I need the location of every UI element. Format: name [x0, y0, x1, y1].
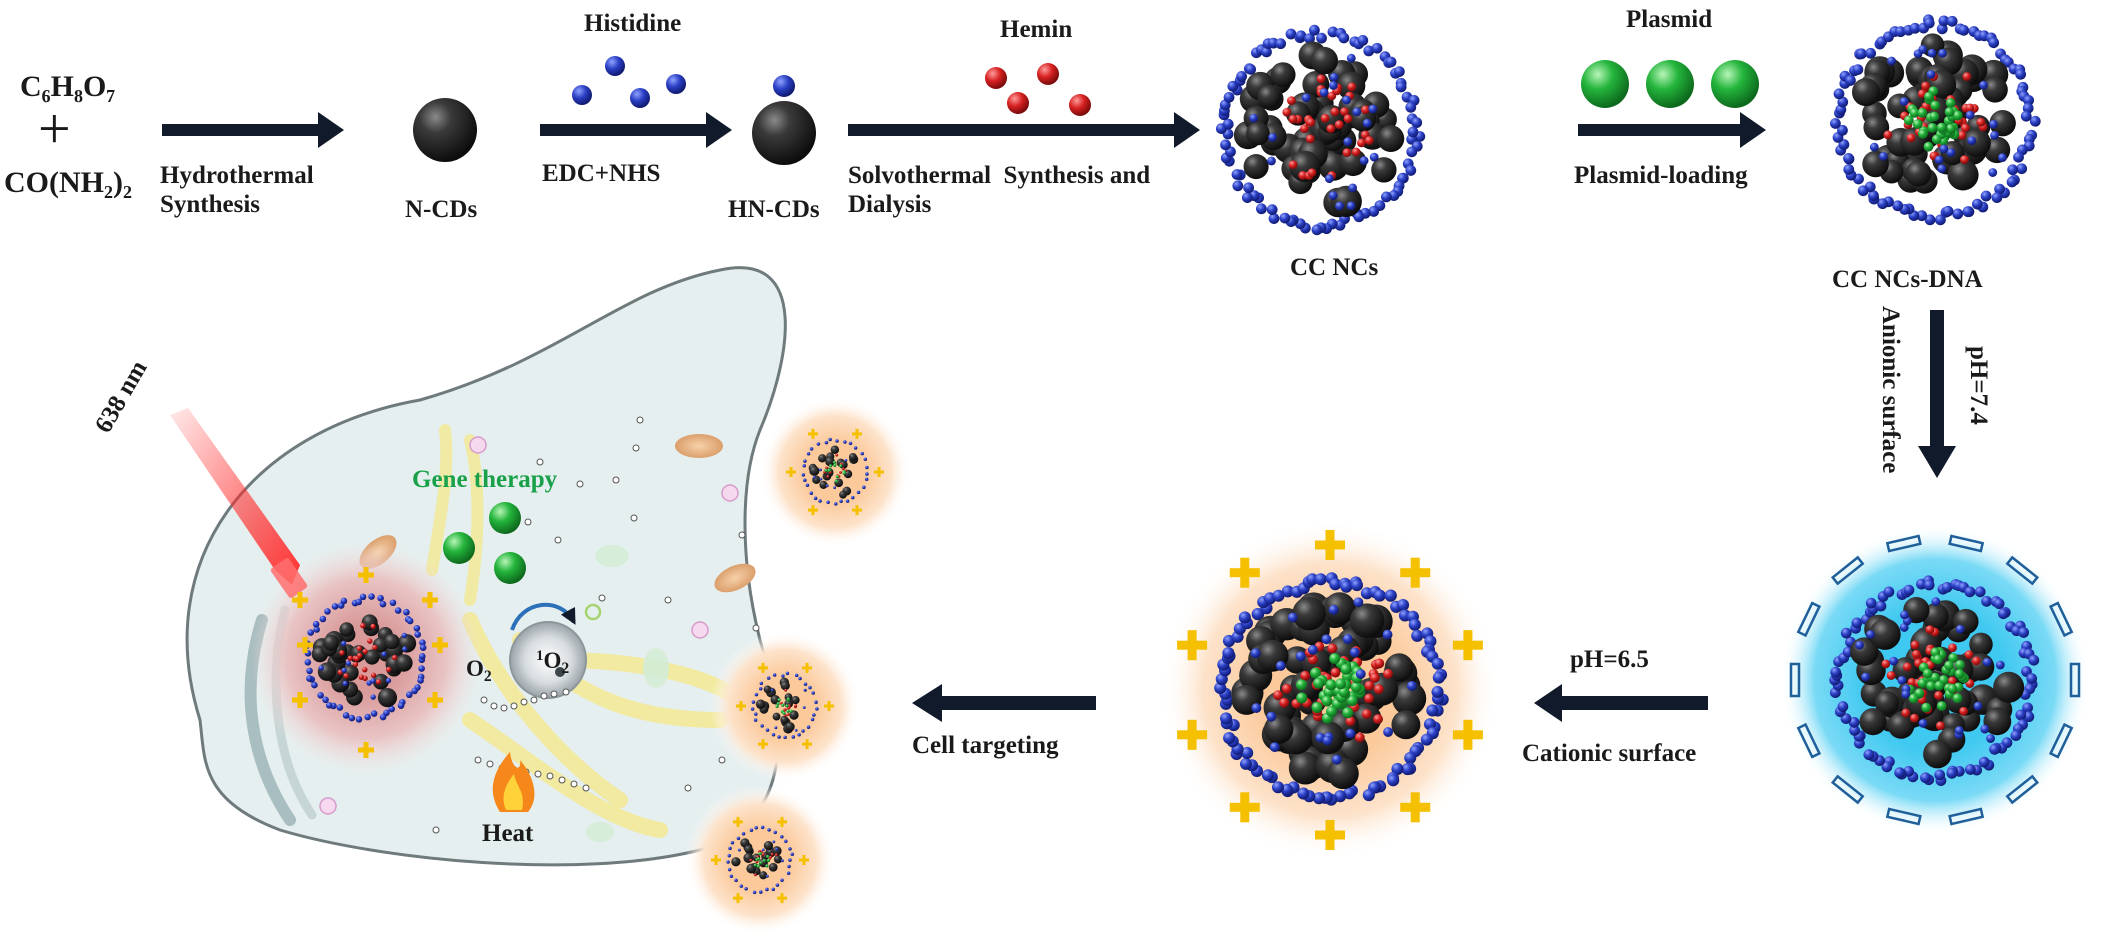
cationic-nanocomplex [1214, 572, 1449, 806]
label-n-cds: N-CDs [405, 196, 478, 223]
label-hydrothermal-synthesis: Hydrothermal Synthesis [160, 162, 314, 218]
anionic-nanocomplex [1829, 575, 2040, 786]
label-anionic-surface: Anionic surface [1877, 306, 1904, 474]
label-histidine: Histidine [584, 10, 682, 37]
anionic-charge-ring [1789, 534, 2081, 826]
label-hn-cds: HN-CDs [728, 196, 820, 223]
arrow-cell-targeting [912, 684, 1096, 722]
plasmid-balls [1581, 60, 1759, 108]
label-gene-therapy: Gene therapy [412, 466, 558, 493]
cc-ncs-dna-nanocomplex [1830, 14, 2041, 226]
hn-cd-particle [752, 75, 816, 165]
label-citric-acid: C₆H₈O₇ [20, 70, 116, 103]
internalized-nanocomplex [292, 567, 448, 758]
arrow-ph-6-5 [1534, 684, 1708, 722]
arrow-ph-7-4 [1918, 310, 1956, 478]
label-hemin: Hemin [1000, 16, 1073, 43]
label-cc-ncs-dna: CC NCs-DNA [1832, 266, 1983, 293]
label-singlet-oxygen: 1O2 [536, 647, 570, 678]
arrow-hydrothermal [162, 112, 344, 148]
label-plus: + [38, 96, 71, 161]
label-heat: Heat [482, 820, 534, 847]
label-urea: CO(NH₂)₂ [4, 166, 132, 199]
label-ph-6-5: pH=6.5 [1570, 646, 1649, 673]
arrow-plasmid-loading [1578, 112, 1766, 148]
label-solvothermal: Solvothermal Synthesis and Dialysis [848, 162, 1151, 218]
n-cd-particle [413, 98, 477, 162]
small-nanocomplex-3 [685, 785, 835, 933]
label-cationic-surface: Cationic surface [1522, 740, 1697, 767]
label-oxygen: O2 [466, 656, 492, 686]
small-nanocomplex-1 [760, 397, 910, 547]
label-plasmid-loading: Plasmid-loading [1574, 162, 1748, 189]
label-edc-nhs: EDC+NHS [542, 160, 661, 187]
histidine-dots [572, 56, 686, 108]
cationic-charge-ring [1177, 530, 1483, 850]
label-cell-targeting: Cell targeting [912, 732, 1059, 759]
small-nanocomplex-2 [710, 631, 860, 781]
hemin-dots [985, 63, 1091, 116]
arrow-solvothermal [848, 112, 1200, 148]
label-ph-7-4: pH=7.4 [1965, 346, 1992, 425]
cell [170, 266, 787, 867]
arrow-edc-nhs [540, 112, 732, 148]
label-cc-ncs: CC NCs [1290, 254, 1379, 281]
label-plasmid: Plasmid [1626, 6, 1713, 33]
cc-ncs-nanocomplex [1215, 24, 1426, 236]
